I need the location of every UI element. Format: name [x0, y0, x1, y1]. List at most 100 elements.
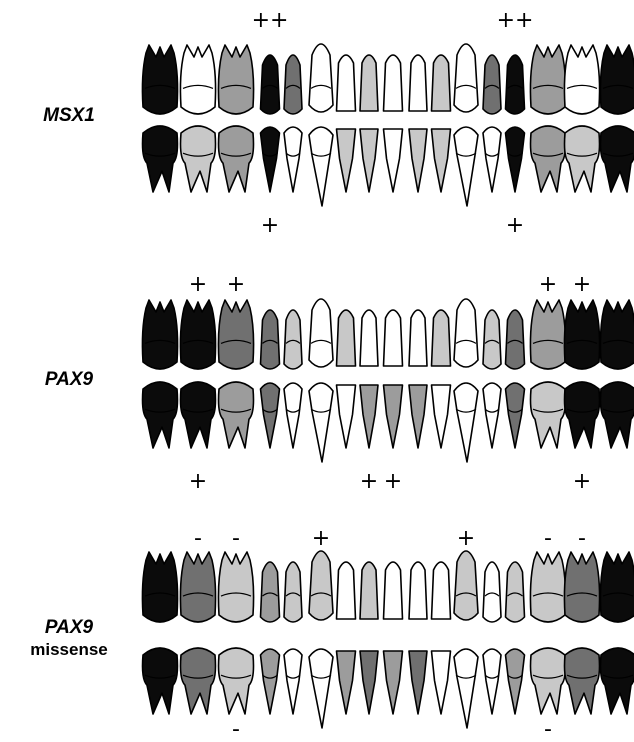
pax9-missense-upper-tooth-11: [432, 562, 451, 619]
pax9-missense-upper-tooth-1: [142, 552, 177, 622]
pax9-missense-lower-tooth-9: [384, 651, 403, 714]
pax9-lower-tooth-8: [360, 385, 378, 448]
pax9-missense-upper-tooth-7: [337, 562, 356, 619]
pax9-missense-mark-above-6: -: [578, 526, 586, 551]
pax9-mark-below-2: +: [360, 469, 378, 494]
pax9-upper-tooth-14: [506, 310, 525, 369]
pax9-missense-upper-tooth-15: [530, 552, 565, 622]
pax9-lower-tooth-7: [337, 385, 356, 448]
msx1-upper-tooth-13: [483, 55, 501, 114]
msx1-lower-tooth-5: [284, 127, 302, 192]
pax9-upper-tooth-15: [530, 300, 565, 369]
pax9-lower-tooth-6: [309, 383, 333, 462]
pax9-lower-tooth-4: [261, 383, 280, 448]
msx1-upper-tooth-15: [530, 45, 565, 114]
msx1-lower-tooth-14: [506, 127, 525, 192]
msx1-upper-tooth-17: [600, 45, 634, 114]
pax9-mark-above-4: +: [573, 272, 591, 297]
pax9-lower-tooth-10: [409, 385, 427, 448]
msx1-lower-tooth-10: [409, 129, 427, 192]
panel-msx1: ++++++: [142, 8, 634, 238]
msx1-lower-tooth-9: [384, 129, 403, 192]
pax9-lower-tooth-14: [506, 383, 525, 448]
msx1-mark-above-2: ++: [497, 8, 534, 33]
pax9-mark-above-1: +: [189, 272, 207, 297]
msx1-upper-tooth-4: [261, 55, 280, 114]
pax9-missense-upper-tooth-12: [454, 551, 478, 620]
pax9-missense-lower-tooth-1: [143, 648, 178, 714]
msx1-upper-tooth-8: [360, 55, 378, 111]
pax9-missense-lower-tooth-5: [284, 649, 302, 714]
pax9-lower-tooth-16: [565, 382, 600, 448]
pax9-missense-mark-above-5: -: [544, 526, 552, 551]
pax9-mark-below-1: +: [189, 469, 207, 494]
pax9-missense-upper-tooth-2: [180, 552, 215, 622]
pax9-lower-tooth-17: [601, 382, 634, 448]
pax9-missense-upper-tooth-6: [309, 551, 333, 620]
pax9-missense-mark-below-2: -: [544, 717, 552, 742]
pax9-missense-upper-tooth-16: [564, 552, 599, 622]
msx1-lower-tooth-3: [219, 126, 254, 192]
panel-pax9-missense: --++----: [142, 526, 634, 742]
pax9-upper-tooth-7: [337, 310, 356, 366]
pax9-lower-tooth-11: [432, 385, 451, 448]
pax9-missense-lower-tooth-2: [181, 648, 216, 714]
pax9-missense-upper-tooth-13: [483, 562, 501, 622]
pax9-missense-upper-tooth-5: [284, 562, 302, 622]
pax9-missense-lower-tooth-13: [483, 649, 501, 714]
msx1-lower-tooth-16: [565, 126, 600, 192]
pax9-missense-upper-tooth-17: [600, 552, 634, 622]
msx1-upper-tooth-5: [284, 55, 302, 114]
msx1-upper-tooth-3: [218, 45, 253, 114]
pax9-upper-tooth-12: [454, 299, 478, 367]
pax9-lower-tooth-5: [284, 383, 302, 448]
pax9-missense-lower-tooth-15: [531, 648, 566, 714]
pax9-upper-tooth-1: [142, 300, 177, 369]
msx1-lower-tooth-17: [601, 126, 634, 192]
msx1-mark-below-2: +: [506, 213, 524, 238]
msx1-upper-tooth-12: [454, 44, 478, 112]
pax9-missense-lower-tooth-12: [454, 649, 478, 728]
msx1-lower-tooth-11: [432, 129, 451, 192]
pax9-missense-upper-tooth-14: [506, 562, 525, 622]
pax9-lower-tooth-3: [219, 382, 254, 448]
pax9-lower-tooth-15: [531, 382, 566, 448]
msx1-upper-tooth-11: [432, 55, 451, 111]
pax9-missense-mark-above-2: -: [232, 526, 240, 551]
pax9-missense-lower-tooth-11: [432, 651, 451, 714]
pax9-missense-mark-below-1: -: [232, 717, 240, 742]
pax9-upper-tooth-2: [180, 300, 215, 369]
pax9-upper-tooth-9: [384, 310, 403, 366]
pax9-lower-tooth-9: [384, 385, 403, 448]
pax9-missense-mark-above-1: -: [194, 526, 202, 551]
pax9-upper-tooth-6: [309, 299, 333, 367]
pax9-missense-lower-tooth-14: [506, 649, 525, 714]
pax9-missense-upper-tooth-9: [384, 562, 403, 619]
msx1-upper-tooth-1: [142, 45, 177, 114]
msx1-lower-tooth-7: [337, 129, 356, 192]
pax9-missense-upper-tooth-10: [409, 562, 427, 619]
pax9-mark-above-2: +: [227, 272, 245, 297]
pax9-mark-above-3: +: [539, 272, 557, 297]
pax9-lower-tooth-12: [454, 383, 478, 462]
pax9-missense-upper-tooth-4: [261, 562, 280, 622]
pax9-mark-below-4: +: [573, 469, 591, 494]
pax9-upper-tooth-5: [284, 310, 302, 369]
msx1-upper-tooth-14: [506, 55, 525, 114]
msx1-lower-tooth-15: [531, 126, 566, 192]
msx1-upper-tooth-2: [180, 45, 215, 114]
msx1-upper-tooth-7: [337, 55, 356, 111]
pax9-lower-tooth-13: [483, 383, 501, 448]
pax9-upper-tooth-8: [360, 310, 378, 366]
pax9-missense-lower-tooth-6: [309, 649, 333, 728]
pax9-upper-tooth-16: [564, 300, 599, 369]
msx1-mark-below-1: +: [261, 213, 279, 238]
msx1-lower-tooth-4: [261, 127, 280, 192]
pax9-upper-tooth-4: [261, 310, 280, 369]
pax9-lower-tooth-1: [143, 382, 178, 448]
pax9-upper-tooth-11: [432, 310, 451, 366]
msx1-lower-tooth-2: [181, 126, 216, 192]
pax9-lower-tooth-2: [181, 382, 216, 448]
pax9-upper-tooth-13: [483, 310, 501, 369]
